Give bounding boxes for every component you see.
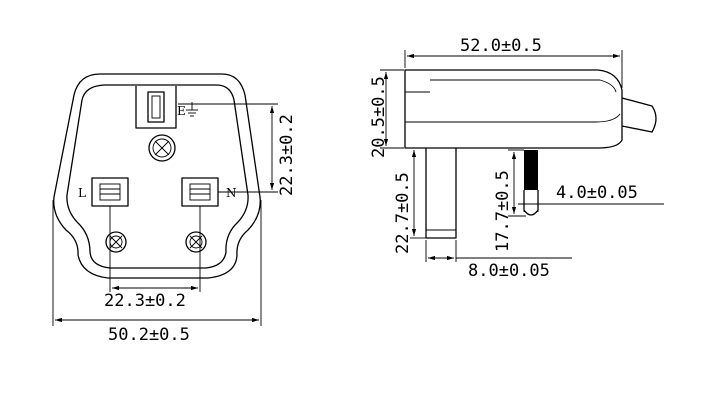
svg-text:8.0±0.05: 8.0±0.05 [468, 261, 550, 281]
side-pin [425, 148, 457, 239]
svg-text:22.3±0.2: 22.3±0.2 [277, 114, 297, 196]
plug-inner-outline [66, 84, 249, 269]
earth-pin-sleeve [524, 150, 538, 190]
center-screw-icon [148, 134, 176, 162]
left-screw-icon [105, 231, 127, 253]
dim-pin-spacing-vertical: 22.3±0.2 [178, 103, 297, 196]
earth-pin-tip [523, 190, 539, 216]
line-pin [91, 177, 129, 207]
line-label: L [78, 186, 86, 200]
neutral-pin [181, 177, 219, 207]
right-screw-icon [185, 231, 207, 253]
side-view: 52.0±0.5 20.5±0.5 22.7±0.5 17.7±0.5 4.0 [369, 36, 664, 281]
plug-outline [53, 73, 261, 279]
svg-text:4.0±0.05: 4.0±0.05 [556, 183, 638, 203]
dim-body-height: 20.5±0.5 [369, 69, 404, 158]
svg-text:20.5±0.5: 20.5±0.5 [369, 76, 389, 158]
dim-overall-length: 52.0±0.5 [404, 36, 623, 88]
svg-text:52.0±0.5: 52.0±0.5 [460, 36, 542, 56]
svg-text:22.7±0.5: 22.7±0.5 [393, 172, 413, 254]
front-view: E L N [52, 73, 297, 345]
svg-text:22.3±0.2: 22.3±0.2 [104, 291, 186, 311]
dim-sleeve-length: 17.7±0.5 [493, 149, 526, 252]
earth-label: E [177, 104, 186, 118]
dim-pin-thickness: 4.0±0.05 [518, 183, 664, 212]
plug-body [404, 69, 623, 149]
dim-pin-length: 22.7±0.5 [393, 150, 426, 254]
neutral-label: N [226, 186, 237, 200]
dim-pin-spacing-horizontal: 22.3±0.2 [104, 206, 201, 311]
svg-text:50.2±0.5: 50.2±0.5 [108, 325, 190, 345]
dim-overall-width: 50.2±0.5 [52, 200, 262, 345]
earth-ground-icon [186, 102, 198, 117]
earth-pin [147, 91, 165, 123]
earth-pin-recess [135, 86, 177, 129]
power-cord [621, 97, 657, 133]
svg-text:17.7±0.5: 17.7±0.5 [493, 170, 513, 252]
dim-pin-width: 8.0±0.05 [425, 240, 572, 281]
